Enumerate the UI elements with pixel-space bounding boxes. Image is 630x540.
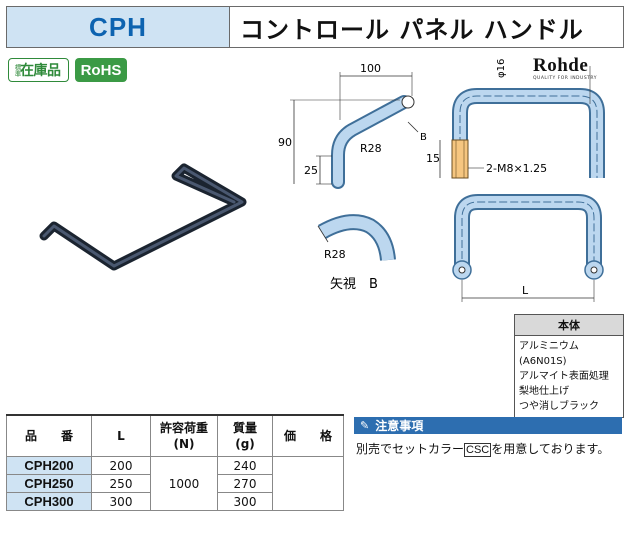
radius-label: R28 [360,142,382,155]
price-cell [272,456,344,511]
standard-label: 標準 [13,63,21,77]
product-code-cell: CPH [7,7,230,47]
col-mass: 質量 (g) [217,414,273,457]
title-bar: CPH コントロール パネル ハンドル [6,6,624,48]
view-b-drawing: R28 矢視 B [317,214,396,292]
view-b-title: 矢視 B [330,277,378,292]
notes-text-before: 別売でセットカラー [356,442,465,456]
pencil-icon: ✎ [360,419,370,432]
spec-body: アルミニウム(A6N01S) アルマイト表面処理 梨地仕上げ つや消しブラック [515,336,623,417]
thread-label: 2-M8×1.25 [486,162,547,175]
mass-cell: 300 [217,492,273,511]
product-table: 品 番 L 許容荷重 (N) 質量 (g) 価 格 CPH200 200 100… [6,414,344,511]
load-cell: 1000 [150,456,218,511]
mass-unit: (g) [235,437,255,451]
side-view-drawing: 100 90 25 R28 B [278,62,427,189]
product-title: コントロール パネル ハンドル [240,15,584,44]
col-load: 許容荷重 (N) [150,414,218,457]
notes-title: 注意事項 [375,419,424,433]
spec-line: 梨地仕上げ [519,386,569,397]
mass-cell: 240 [217,456,273,475]
dim-90: 90 [278,136,292,149]
dim-15: 15 [426,152,440,165]
load-label: 許容荷重 [159,421,208,435]
spec-line: アルマイト表面処理 [519,371,609,382]
brand-tagline: QUALITY FOR INDUSTRY [533,76,598,81]
dim-100: 100 [360,62,381,75]
length-cell: 250 [91,474,151,493]
set-collar-code: CSC [464,443,492,457]
table-row: CPH250 250 270 [6,474,344,493]
col-L: L [91,414,151,457]
part-code: CPH200 [6,456,92,475]
standard-stock-badge: 標準 在庫品 [8,58,69,82]
col-price: 価 格 [272,414,344,457]
table-row: CPH300 300 300 [6,492,344,511]
spec-header: 本体 [515,315,623,336]
front-view-drawing: φ16 15 2-M8×1.25 [426,59,605,179]
part-code: CPH300 [6,492,92,511]
part-code: CPH250 [6,474,92,493]
product-photo [39,163,247,271]
brand-logo: Rohde [533,55,589,76]
spec-line: つや消しブラック [519,401,599,412]
dim-L: L [522,284,529,297]
stock-label: 在庫品 [20,63,61,79]
length-cell: 300 [91,492,151,511]
mass-cell: 270 [217,474,273,493]
table-row: CPH200 200 1000 240 [6,456,344,511]
view-arrow-label: B [420,132,427,143]
spec-line: アルミニウム(A6N01S) [519,341,579,367]
notes-text-after: を用意しております。 [491,442,610,456]
rohs-badge: RoHS [75,58,127,82]
load-unit: (N) [173,437,195,451]
product-code: CPH [89,11,147,42]
bottom-view-drawing: L [452,194,604,302]
diameter-label: φ16 [496,59,507,78]
dim-25: 25 [304,164,318,177]
material-spec-box: 本体 アルミニウム(A6N01S) アルマイト表面処理 梨地仕上げ つや消しブラ… [514,314,624,418]
col-part-no: 品 番 [6,414,92,457]
view-b-radius: R28 [324,248,346,261]
length-cell: 200 [91,456,151,475]
notes-header: ✎ 注意事項 [354,417,622,434]
mass-label: 質量 [232,421,257,435]
